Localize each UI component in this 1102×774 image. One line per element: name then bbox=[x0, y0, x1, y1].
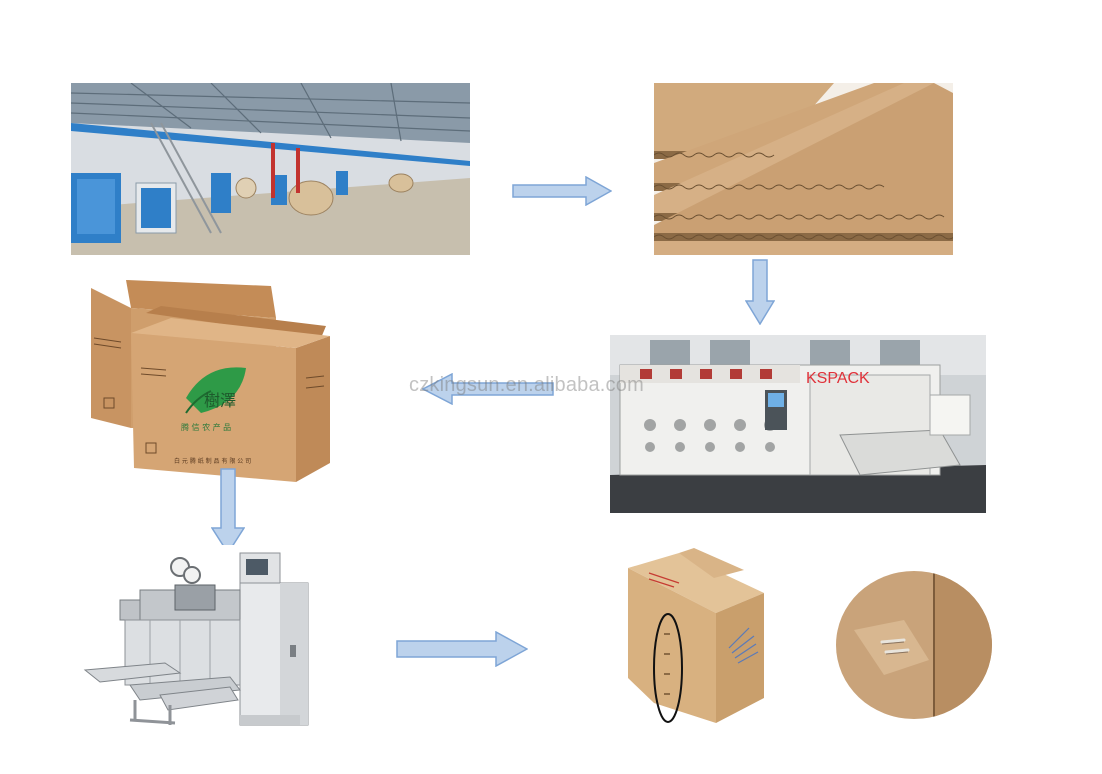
printing-slotting-machine-image: KSPACK bbox=[610, 335, 986, 513]
stitched-carton-box-image bbox=[624, 548, 766, 726]
arrow-down-icon bbox=[211, 468, 245, 554]
box-brand-label: 樹澤 bbox=[204, 391, 236, 410]
arrow-right-icon bbox=[512, 176, 612, 206]
printed-carton-boxes-image: 樹澤 腾 信 农 产 品 白 元 腾 纸 制 品 有 限 公 司 bbox=[86, 278, 332, 484]
arrow-left-icon bbox=[422, 373, 554, 405]
box-company-label: 白 元 腾 纸 制 品 有 限 公 司 bbox=[174, 457, 251, 465]
arrow-right-icon bbox=[396, 631, 528, 667]
corrugated-production-line-image bbox=[71, 83, 470, 255]
stitching-machine-image bbox=[80, 545, 312, 730]
watermark-text: czkingsun.en.alibaba.com bbox=[409, 374, 644, 396]
staple-closeup-image bbox=[834, 570, 994, 720]
box-slogan-label: 腾 信 农 产 品 bbox=[181, 422, 231, 432]
machine-brand-label: KSPACK bbox=[806, 370, 870, 387]
arrow-down-icon bbox=[745, 259, 775, 325]
corrugated-boards-image bbox=[654, 83, 953, 255]
